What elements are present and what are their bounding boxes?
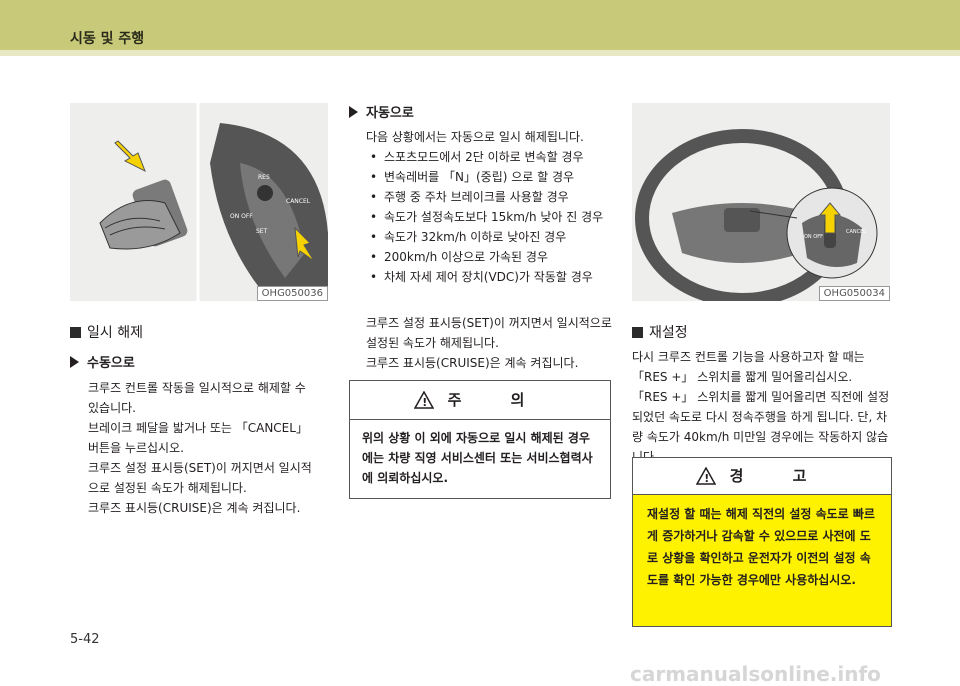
warning-title: ! 경 고 <box>633 458 891 495</box>
triangle-bullet-icon <box>349 106 358 118</box>
subsection-manual-text: 수동으로 <box>87 356 135 371</box>
figure-resume-illustration: CANCEL ON OFF <box>632 103 890 301</box>
square-bullet-icon <box>70 327 81 338</box>
list-item: 속도가 32km/h 이하로 낮아진 경우 <box>366 227 616 247</box>
switch-label-on-off-right: ON OFF <box>804 234 823 240</box>
warning-box: ! 경 고 재설정 할 때는 해제 직전의 설정 속도로 빠르게 증가하거나 감… <box>632 457 892 627</box>
paragraph: 크루즈 컨트롤 작동을 일시적으로 해제할 수 있습니다. <box>88 381 306 415</box>
caution-body: 위의 상황 이 외에 자동으로 일시 해제된 경우에는 차량 직영 서비스센터 … <box>362 431 593 485</box>
figure-code-right: OHG050034 <box>818 286 890 301</box>
automatic-result-text: 크루즈 설정 표시등(SET)이 꺼지면서 일시적으로 설정된 속도가 해제됩니… <box>366 313 614 373</box>
switch-label-set: SET <box>256 228 268 235</box>
section-title-text: 재설정 <box>649 325 688 341</box>
watermark: carmanualsonline.info <box>630 662 881 686</box>
warning-body: 재설정 할 때는 해제 직전의 설정 속도로 빠르게 증가하거나 감속할 수 있… <box>647 507 875 587</box>
warning-title-text: 경 고 <box>729 467 829 485</box>
resume-text: 다시 크루즈 컨트롤 기능을 사용하고자 할 때는 「RES +」 스위치를 짧… <box>632 347 890 467</box>
list-item: 차체 자세 제어 장치(VDC)가 작동할 경우 <box>366 267 616 287</box>
manual-cancel-text: 크루즈 컨트롤 작동을 일시적으로 해제할 수 있습니다. 브레이크 페달을 밟… <box>88 378 316 518</box>
subsection-automatic: 자동으로 <box>349 102 414 121</box>
svg-text:!: ! <box>704 472 709 485</box>
section-title-text: 일시 해제 <box>87 325 143 341</box>
paragraph: 크루즈 설정 표시등(SET)이 꺼지면서 일시적으로 설정된 속도가 해제됩니… <box>88 461 312 495</box>
caution-box: ! 주 의 위의 상황 이 외에 자동으로 일시 해제된 경우에는 차량 직영 … <box>349 380 611 499</box>
svg-text:!: ! <box>422 396 427 409</box>
list-item: 스포츠모드에서 2단 이하로 변속할 경우 <box>366 147 616 167</box>
section-title-resume: 재설정 <box>632 322 688 342</box>
list-item: 변속레버를 「N」(중립) 으로 할 경우 <box>366 167 616 187</box>
automatic-intro: 다음 상황에서는 자동으로 일시 해제됩니다. <box>366 130 584 144</box>
header-bar <box>0 0 960 50</box>
figure-resume: CANCEL ON OFF OHG050034 <box>632 103 890 301</box>
switch-label-res: RES <box>258 174 270 181</box>
paragraph: 브레이크 페달을 밟거나 또는 「CANCEL」 버튼을 누르십시오. <box>88 421 308 455</box>
paragraph: 크루즈 표시등(CRUISE)은 계속 켜집니다. <box>88 501 301 515</box>
square-bullet-icon <box>632 327 643 338</box>
figure-code-left: OHG050036 <box>256 286 328 301</box>
figure-manual-cancel: RES SET CANCEL ON OFF OHG050036 <box>70 103 328 301</box>
subsection-manual: 수동으로 <box>70 352 135 371</box>
switch-label-cancel-right: CANCEL <box>846 229 866 235</box>
warning-triangle-icon: ! <box>695 467 716 485</box>
switch-label-cancel: CANCEL <box>286 198 311 205</box>
page-number: 5-42 <box>70 632 100 647</box>
paragraph: 크루즈 표시등(CRUISE)은 계속 켜집니다. <box>366 356 579 370</box>
page-header-title: 시동 및 주행 <box>70 31 145 47</box>
subsection-automatic-text: 자동으로 <box>366 106 414 121</box>
caution-title: ! 주 의 <box>350 381 610 420</box>
triangle-bullet-icon <box>70 356 79 368</box>
figure-manual-cancel-illustration: RES SET CANCEL ON OFF <box>70 103 328 301</box>
list-item: 주행 중 주차 브레이크를 사용할 경우 <box>366 187 616 207</box>
header-stripe <box>0 50 960 56</box>
paragraph: 크루즈 설정 표시등(SET)이 꺼지면서 일시적으로 설정된 속도가 해제됩니… <box>366 316 612 350</box>
automatic-conditions-list: 스포츠모드에서 2단 이하로 변속할 경우 변속레버를 「N」(중립) 으로 할… <box>366 147 616 287</box>
section-title-temporary-cancel: 일시 해제 <box>70 322 143 342</box>
warning-triangle-icon: ! <box>413 391 434 409</box>
switch-label-on-off: ON OFF <box>230 213 253 220</box>
list-item: 200km/h 이상으로 가속된 경우 <box>366 247 616 267</box>
automatic-cancel-text: 다음 상황에서는 자동으로 일시 해제됩니다. 스포츠모드에서 2단 이하로 변… <box>366 127 616 287</box>
list-item: 속도가 설정속도보다 15km/h 낮아 진 경우 <box>366 207 616 227</box>
caution-title-text: 주 의 <box>447 391 547 409</box>
paragraph: 다시 크루즈 컨트롤 기능을 사용하고자 할 때는 「RES +」 스위치를 짧… <box>632 350 890 464</box>
